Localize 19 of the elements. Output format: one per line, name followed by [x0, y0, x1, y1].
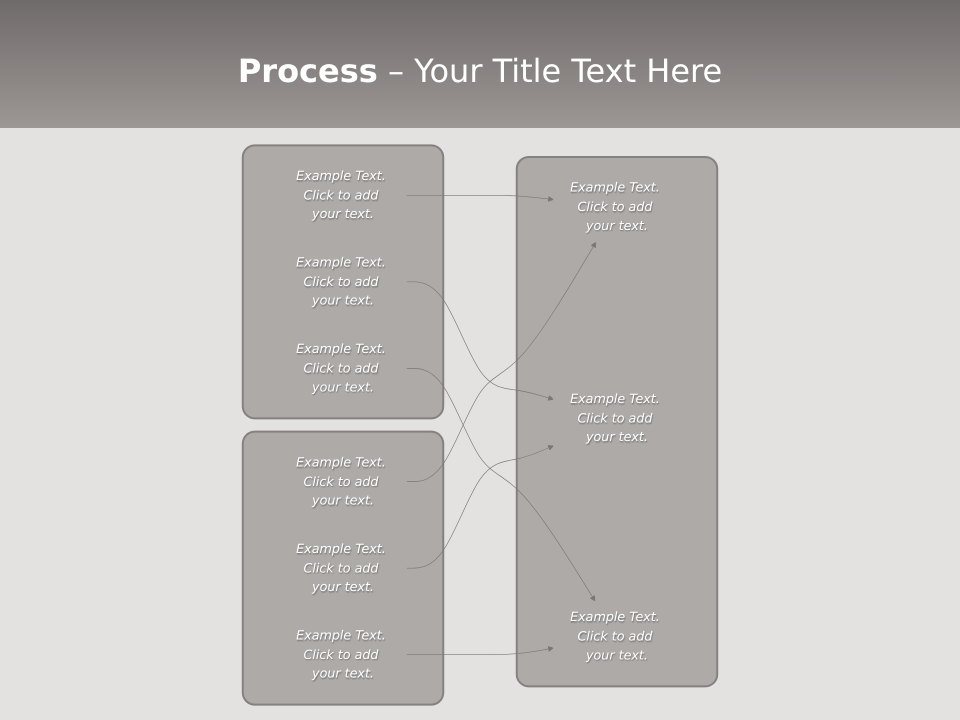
- arrow: [406, 368, 596, 602]
- cluster: [516, 156, 718, 688]
- arrow: [406, 194, 554, 202]
- node-text: Example Text. Click to add your text.: [570, 392, 660, 445]
- node-text: Example Text. Click to add your text.: [296, 342, 386, 395]
- arrow: [406, 445, 554, 568]
- node-text: Example Text. Click to add your text.: [296, 455, 386, 508]
- node-text: Example Text. Click to add your text.: [296, 628, 386, 681]
- cluster: [242, 144, 444, 420]
- node-text: Example Text. Click to add your text.: [296, 168, 386, 222]
- node-text: Example Text. Click to add your text.: [296, 542, 386, 594]
- node-text: Example Text. Click to add your text.: [296, 255, 386, 308]
- cluster: [242, 430, 444, 706]
- arrow: [406, 282, 554, 401]
- arrow: [406, 242, 596, 482]
- node-text: Example Text. Click to add your text.: [570, 180, 660, 234]
- title: Process – Your Title Text Here: [236, 52, 724, 90]
- node-text: Example Text. Click to add your text.: [570, 610, 660, 663]
- arrow: [406, 646, 554, 656]
